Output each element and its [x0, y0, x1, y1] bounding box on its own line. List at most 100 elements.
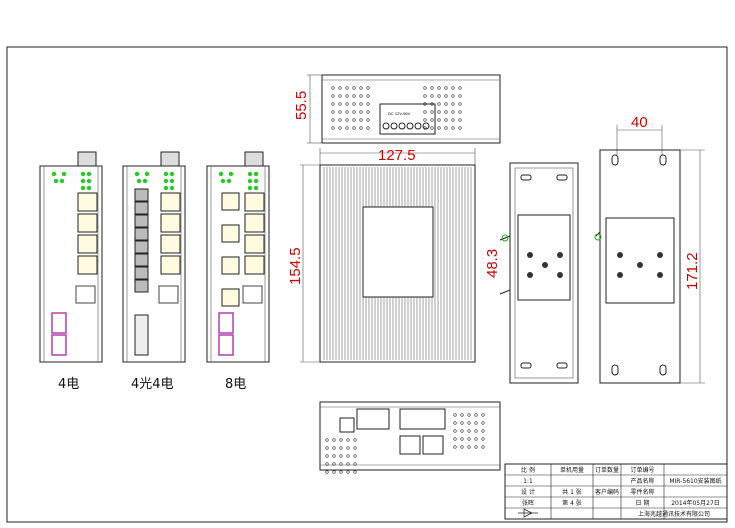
vent-hole: [345, 126, 349, 130]
dim-clip-height: 171.2: [684, 252, 701, 290]
vent-hole: [437, 110, 441, 114]
sfp-port: [51, 334, 67, 356]
vent-hole: [325, 470, 329, 474]
vent-hole: [353, 462, 357, 466]
vent-hole: [437, 94, 441, 98]
led-indicator: [218, 171, 224, 177]
rj45-port: [221, 224, 240, 243]
title-cell: 设 计: [521, 488, 535, 496]
device-4e: [39, 151, 103, 363]
led-indicator: [247, 171, 253, 177]
vent-hole: [481, 429, 485, 433]
vent-hole: [359, 94, 363, 98]
vent-hole: [346, 438, 350, 442]
dim-width: 127.5: [378, 147, 416, 164]
vent-hole: [331, 102, 335, 106]
vent-hole: [352, 110, 356, 114]
vent-hole: [345, 94, 349, 98]
vent-hole: [332, 438, 336, 442]
din-clip-side-view: 48.3: [484, 162, 579, 384]
vent-hole: [332, 470, 336, 474]
vent-hole: [458, 126, 462, 130]
led-indicator: [144, 171, 150, 177]
vent-hole: [331, 126, 335, 130]
device-4o4e: [122, 151, 186, 363]
vent-hole: [366, 86, 370, 90]
terminal-screw: [398, 122, 406, 130]
vent-hole: [474, 429, 478, 433]
led-indicator: [51, 171, 57, 177]
vent-hole: [331, 86, 335, 90]
vent-hole: [474, 413, 478, 417]
vent-hole: [474, 421, 478, 425]
vent-hole: [430, 118, 434, 122]
title-cell: 张晖: [522, 499, 534, 507]
vent-hole: [423, 118, 427, 122]
led-indicator: [169, 185, 175, 191]
led-indicator: [61, 171, 67, 177]
rj45-port: [221, 192, 240, 211]
vent-hole: [346, 470, 350, 474]
vent-hole: [423, 94, 427, 98]
vent-hole: [339, 462, 343, 466]
vent-hole: [353, 438, 357, 442]
vent-hole: [451, 118, 455, 122]
sfp-port: [134, 314, 149, 356]
led-indicator: [136, 178, 142, 184]
vent-hole: [339, 446, 343, 450]
top-view: DC 12V-56V 55.5: [293, 74, 501, 144]
vent-hole: [345, 102, 349, 106]
vent-hole: [338, 94, 342, 98]
led-indicator: [253, 178, 259, 184]
rj45-port: [77, 213, 98, 233]
dim-side-height: 154.5: [287, 247, 304, 285]
vent-hole: [444, 94, 448, 98]
vent-hole: [352, 94, 356, 98]
title-cell: 上海兆越通讯技术有限公司: [638, 510, 710, 518]
rj45-port: [160, 213, 181, 233]
vent-hole: [430, 94, 434, 98]
vent-hole: [339, 438, 343, 442]
vent-hole: [451, 102, 455, 106]
terminal-screw: [414, 122, 422, 130]
vent-hole: [481, 421, 485, 425]
vent-hole: [359, 126, 363, 130]
vent-hole: [339, 470, 343, 474]
vent-hole: [460, 437, 464, 441]
vent-hole: [430, 86, 434, 90]
rj45-port: [77, 255, 98, 275]
led-indicator: [80, 185, 86, 191]
console-port: [158, 285, 179, 304]
vent-hole: [345, 86, 349, 90]
vent-hole: [325, 446, 329, 450]
vent-hole: [338, 102, 342, 106]
variant-label-4o4e: 4光4电: [131, 377, 174, 392]
variant-label-8e: 8电: [225, 377, 246, 392]
vent-hole: [467, 429, 471, 433]
vent-hole: [444, 126, 448, 130]
fiber-port: [134, 266, 149, 280]
side-heatsink-view: 127.5 154.5: [287, 147, 476, 363]
vent-hole: [325, 454, 329, 458]
led-indicator: [86, 185, 92, 191]
dim-din-rail: 48.3: [484, 249, 501, 278]
console-port: [242, 285, 263, 304]
sfp-port: [218, 312, 234, 334]
vent-hole: [444, 118, 448, 122]
top-connector: [160, 151, 180, 167]
vent-hole: [458, 118, 462, 122]
vent-hole: [353, 470, 357, 474]
vent-hole: [444, 110, 448, 114]
fiber-port: [134, 188, 149, 202]
vent-hole: [430, 110, 434, 114]
variant-label-4e: 4电: [58, 377, 79, 392]
vent-hole: [359, 86, 363, 90]
rj45-port: [221, 256, 240, 275]
vent-hole: [451, 86, 455, 90]
vent-hole: [359, 110, 363, 114]
vent-hole: [332, 454, 336, 458]
vent-hole: [331, 118, 335, 122]
terminal-screw: [390, 122, 398, 130]
vent-hole: [458, 110, 462, 114]
console-port: [75, 285, 96, 304]
